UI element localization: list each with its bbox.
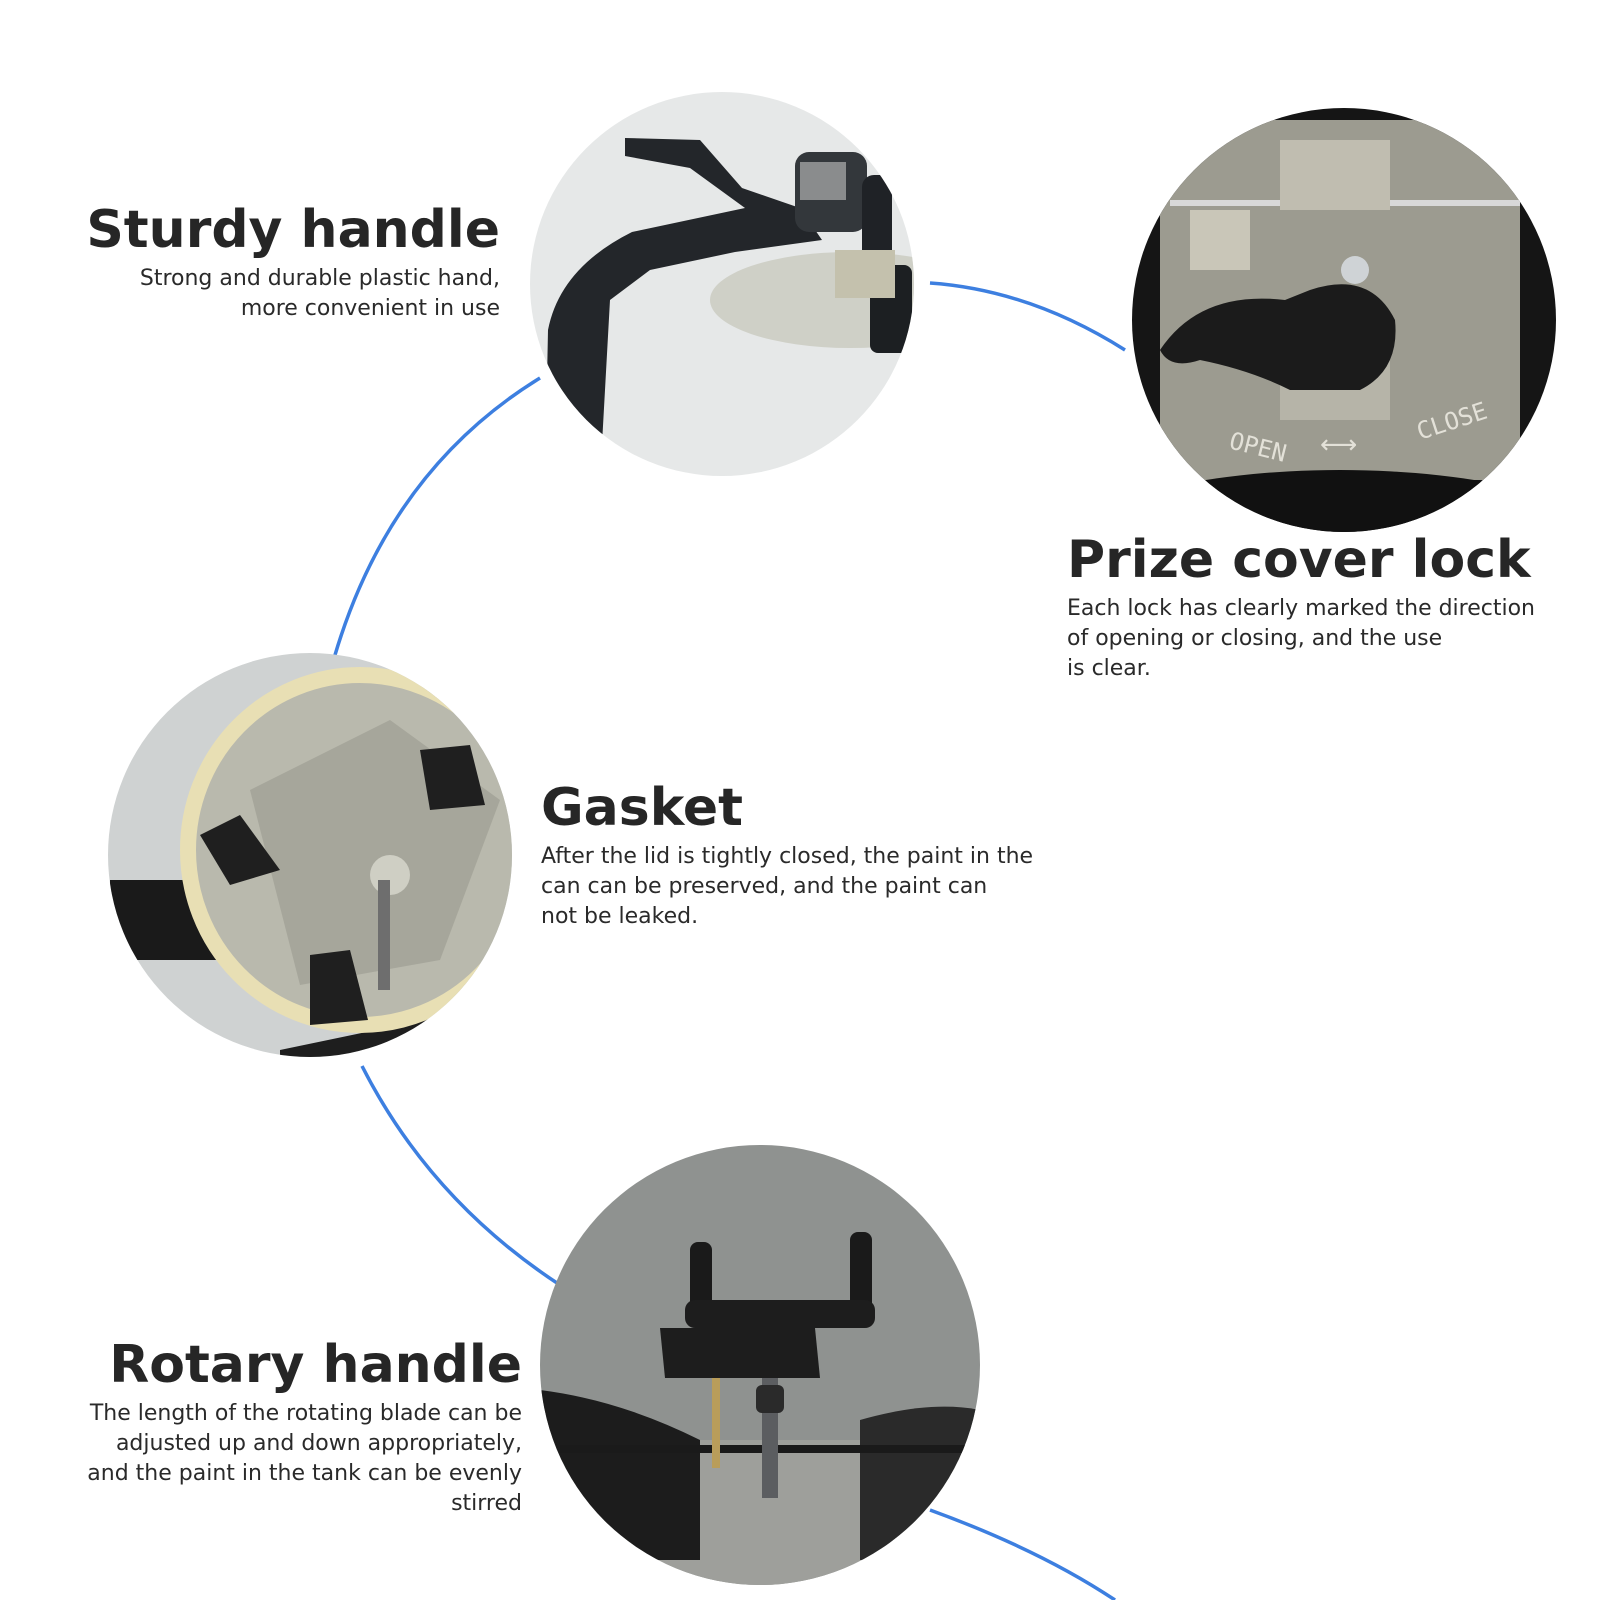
handle-grip <box>545 138 822 476</box>
lock-arrow-icon: ⟷ <box>1320 430 1357 460</box>
feature-title: Sturdy handle <box>86 200 500 260</box>
feature-gasket: Gasket After the lid is tightly closed, … <box>541 778 1033 932</box>
rotary-handle-closeup-image <box>540 1145 980 1585</box>
feature-title: Prize cover lock <box>1067 530 1531 590</box>
feature-title: Gasket <box>541 778 744 838</box>
gasket-closeup-image <box>108 653 512 1057</box>
feature-prize-cover-lock: Prize cover lock Each lock has clearly m… <box>1067 530 1535 684</box>
connector-lines <box>333 281 1126 1600</box>
feature-sturdy-handle: Sturdy handle Strong and durable plastic… <box>86 200 500 324</box>
connector-rotary-exit <box>929 1508 1116 1600</box>
feature-description: Each lock has clearly marked the directi… <box>1067 596 1536 681</box>
feature-description: The length of the rotating blade can be … <box>87 1401 522 1516</box>
handle-closeup-image <box>530 92 914 476</box>
feature-rotary-handle: Rotary handle The length of the rotating… <box>87 1335 522 1519</box>
lock-lever <box>1160 284 1396 390</box>
connector-handle-to-gasket <box>333 376 541 656</box>
feature-title: Rotary handle <box>109 1335 522 1395</box>
feature-description: Strong and durable plastic hand, more co… <box>139 266 500 321</box>
connector-handle-to-lock <box>929 281 1126 352</box>
feature-description: After the lid is tightly closed, the pai… <box>541 844 1034 929</box>
connector-gasket-to-rotary <box>360 1065 561 1287</box>
rotary-knob <box>660 1328 820 1378</box>
